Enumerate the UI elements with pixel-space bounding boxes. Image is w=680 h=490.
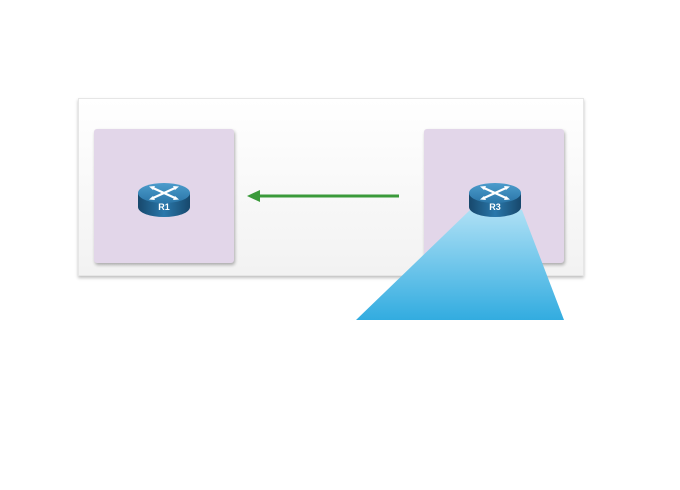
router-label: R1 [158, 202, 170, 212]
router-icon [138, 183, 190, 217]
router-r3[interactable]: R3 [467, 181, 523, 221]
router-icon [469, 183, 521, 217]
router-label: R3 [489, 202, 501, 212]
router-r1[interactable]: R1 [136, 181, 192, 221]
